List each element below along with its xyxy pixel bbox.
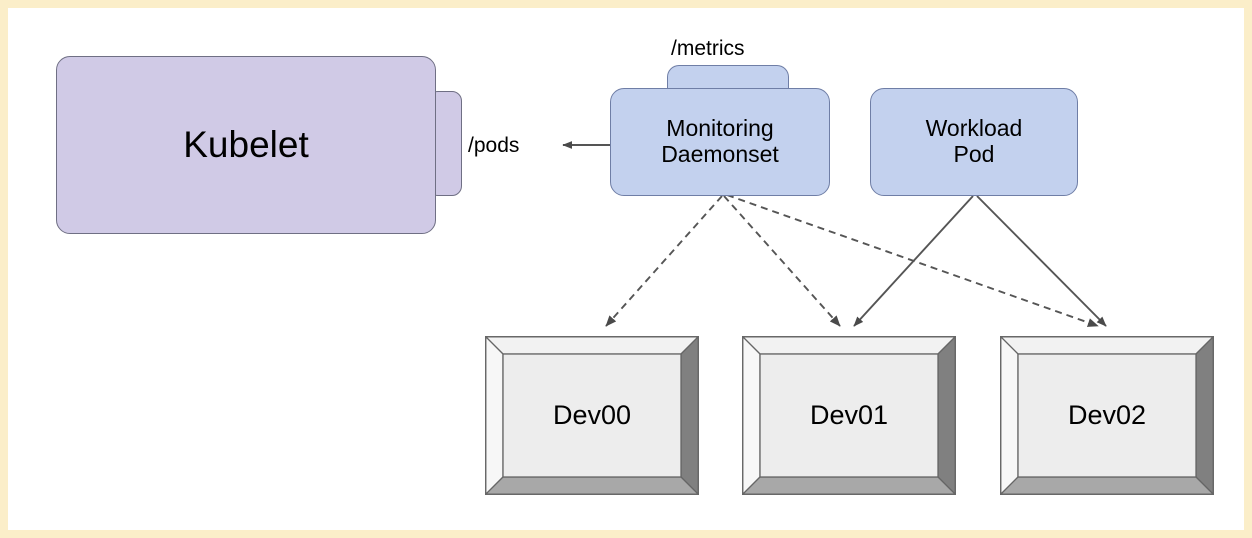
kubelet-label: Kubelet — [183, 124, 309, 166]
kubelet-node[interactable]: Kubelet — [56, 56, 436, 234]
edge-monitoring-to-dev00 — [605, 195, 723, 327]
device-box-shape — [485, 336, 699, 495]
device-box-shape — [742, 336, 956, 495]
pods-edge-label: /pods — [468, 134, 520, 157]
monitoring-daemonset-label-line2: Daemonset — [661, 141, 779, 167]
edge-monitoring-to-dev02 — [726, 194, 1099, 327]
monitoring-daemonset-node[interactable]: Monitoring Daemonset — [610, 88, 830, 196]
workload-pod-node[interactable]: Workload Pod — [870, 88, 1078, 196]
device-dev02[interactable]: Dev02 — [1000, 336, 1214, 495]
workload-pod-label-line1: Workload — [925, 115, 1023, 142]
edge-workload-to-dev02 — [976, 195, 1107, 327]
edge-workload-to-dev01 — [853, 195, 974, 327]
workload-pod-label-line2: Pod — [953, 141, 995, 167]
device-dev00[interactable]: Dev00 — [485, 336, 699, 495]
monitoring-daemonset-label-line1: Monitoring — [666, 115, 774, 142]
device-box-shape — [1000, 336, 1214, 495]
diagram-stage: Kubelet /pods /metrics Monitoring Daemon… — [8, 8, 1244, 530]
device-dev01[interactable]: Dev01 — [742, 336, 956, 495]
metrics-edge-label: /metrics — [671, 37, 745, 60]
edge-monitoring-to-dev01 — [723, 195, 841, 327]
